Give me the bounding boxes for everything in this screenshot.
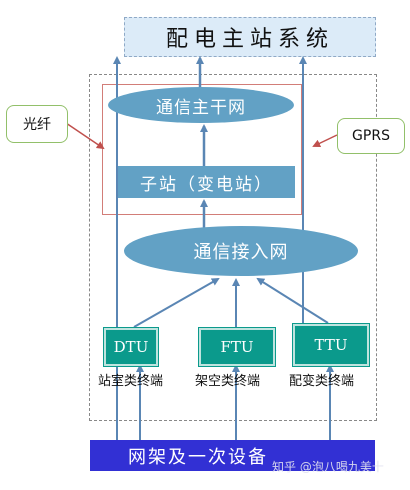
access-network-node: 通信接入网 [124,226,358,276]
watermark-text: 知乎 @泡八喝九美十 [272,460,384,474]
ttu-label: 配变类终端 [289,374,355,389]
communication-system-boundary [89,74,377,421]
backbone-network-node: 通信主干网 [108,87,294,123]
gprs-pointer [312,134,338,148]
arrow-dtu-to-access [133,278,220,328]
substation-node: 子站（变电站） [118,166,295,198]
ftu-terminal: FTU [198,327,276,367]
arrow-ttu-to-access [256,277,329,324]
ftu-label: 架空类终端 [195,374,261,389]
fiber-pointer [65,122,105,150]
ttu-terminal: TTU [292,323,370,367]
fiber-callout: 光纤 [6,105,68,143]
dtu-label: 站室类终端 [98,374,164,389]
backbone-substation-group [102,84,302,215]
gprs-callout: GPRS [337,118,405,154]
dtu-terminal: DTU [103,327,159,367]
grid-equipment-bar: 网架及一次设备 [90,440,375,471]
master-station-box: 配电主站系统 [124,17,376,57]
